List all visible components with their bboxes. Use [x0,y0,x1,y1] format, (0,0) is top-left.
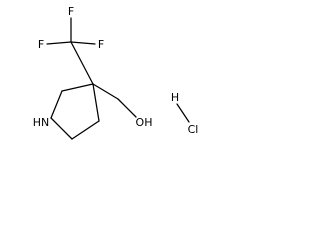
bond-c2-n [50,90,63,119]
atom-f-left: F [38,38,44,51]
bond-c3-ch2 [92,83,119,100]
bond-h-cl [176,103,190,123]
atom-acid-h: H [171,91,179,104]
bond-c-f-right [70,41,96,45]
atom-amine-nh: HN [33,116,50,129]
structure-diagram: F F F HN OH H Cl [33,5,199,140]
bond-c4-c3 [92,83,100,122]
molecule-canvas: F F F HN OH H Cl [0,0,210,152]
atom-acid-cl: Cl [188,123,199,136]
bond-c-f-left [46,41,72,45]
atom-f-top: F [68,5,74,18]
bond-n-c5 [50,117,73,140]
bond-c3-c2 [61,83,94,92]
atom-hydroxyl-oh: OH [136,116,153,129]
atom-f-right: F [98,38,104,51]
bond-ch2-o [117,98,137,118]
bond-c5-c4 [71,120,100,140]
bond-cf3-c3 [70,41,94,85]
